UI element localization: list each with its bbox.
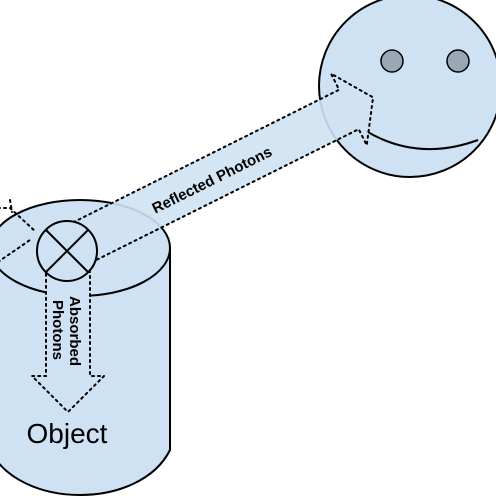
- absorbed-label-line2: Photons: [49, 300, 66, 360]
- absorbed-label-line1: Absorbed: [66, 296, 83, 366]
- reflected-arrow-shape: [55, 71, 375, 272]
- incoming-photons-arrow: [0, 199, 37, 262]
- smile: [365, 130, 479, 151]
- incoming-arrow-upper: [0, 207, 37, 233]
- absorbed-arrow-shape: [29, 271, 107, 414]
- interaction-point-icon: [36, 220, 98, 282]
- object-label: Object: [27, 418, 108, 449]
- reflected-photons-arrow: Reflected Photons: [55, 71, 375, 272]
- incoming-arrow-tip: [9, 199, 13, 213]
- absorbed-photons-arrow: Absorbed Photons: [29, 271, 107, 414]
- x-mark-line-2: [45, 229, 89, 273]
- left-eye: [380, 49, 404, 73]
- incoming-arrow-lower: [0, 239, 31, 262]
- right-eye: [446, 49, 470, 73]
